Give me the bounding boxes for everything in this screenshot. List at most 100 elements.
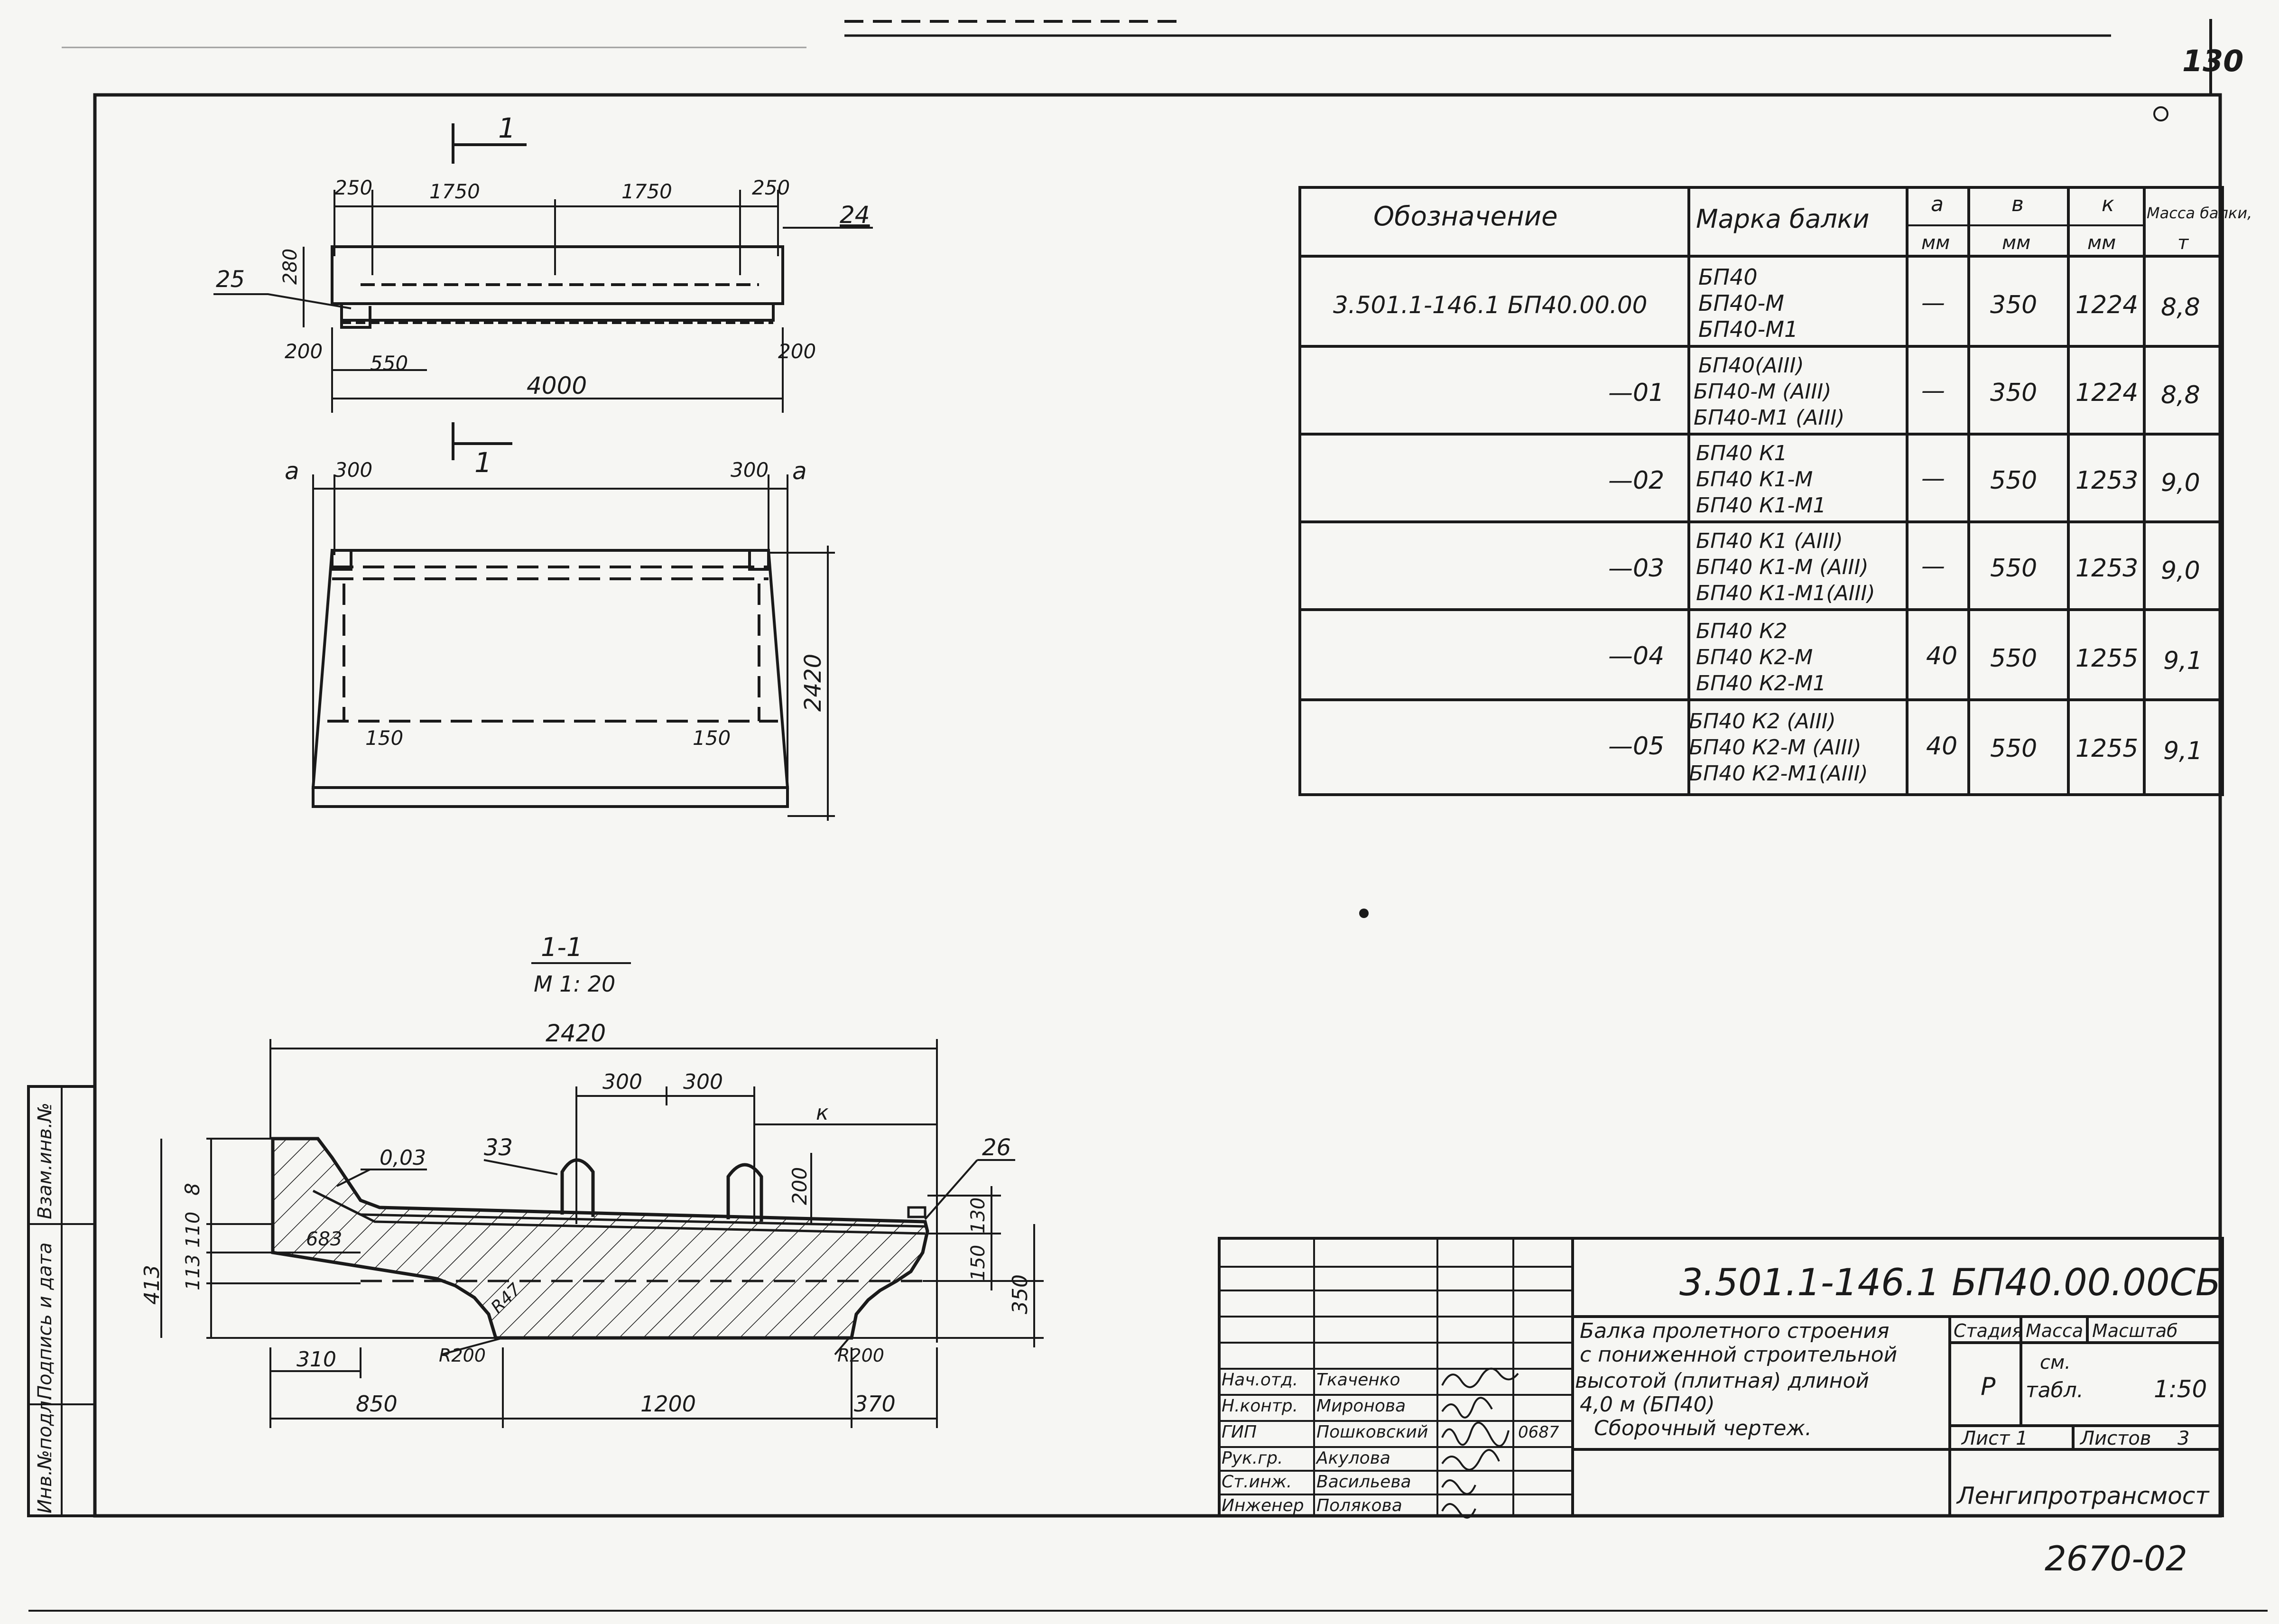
mark-25: 25 [216,266,245,293]
org-name: Ленгипротрансмост [1956,1482,2210,1510]
top-view: 1 a a 300 300 2420 150 [285,422,835,821]
plan-dim-280: 280 [279,249,301,285]
staff-name-1: Миронова [1316,1396,1406,1416]
stage-value: Р [1981,1373,1996,1401]
side-stamp-replace: Взам.инв.№ [34,1103,56,1219]
section-dim-850: 850 [356,1391,398,1417]
section-scale: М 1: 20 [534,971,615,997]
side-stamp-invent: Инв.№подл. [34,1394,56,1513]
drawing-code: 3.501.1-146.1 БП40.00.00СБ [1679,1262,2221,1304]
row2-b: 550 [1990,466,2037,495]
row2-designation: —02 [1608,466,1664,495]
staff-name-4: Васильева [1316,1472,1411,1492]
row5-mass: 9,1 [2163,737,2203,765]
row3-b: 550 [1990,554,2037,583]
section-dim-350: 350 [1008,1274,1032,1314]
row4-a: 40 [1926,642,1957,670]
header-mark: Марка балки [1696,204,1869,234]
section-dim-310: 310 [296,1347,336,1372]
header-a-unit: мм [1921,232,1950,254]
row2-a: — [1921,464,1945,492]
row1-mark1: БП40-М (АIII) [1694,380,1831,404]
section-mark-top: 1 [498,112,516,144]
section-dim-r200-right: R200 [837,1345,884,1366]
scale-value: 1:50 [2154,1375,2207,1403]
row1-designation: —01 [1608,379,1664,407]
section-title: 1-1 [541,932,583,962]
top-dim-300-right: 300 [731,458,769,482]
header-designation: Обозначение [1373,201,1558,232]
header-k-unit: мм [2087,232,2116,254]
row1-b: 350 [1990,379,2037,407]
section-dim-113: 113 [182,1254,204,1290]
section-dim-r200-left: R200 [439,1345,486,1366]
footer-code: 2670-02 [2045,1539,2187,1578]
sheet-frame [28,19,2268,1612]
plan-view: 1 250 1750 1750 250 24 [213,112,873,413]
row2-mark1: БП40 К1-М [1696,467,1813,492]
top-edge-lines [62,20,2111,48]
staff-role-5: Инженер [1222,1496,1304,1515]
section-label-k: к [816,1101,829,1125]
title-line-0: Балка пролетного строения [1580,1319,1890,1343]
section-dim-110: 110 [182,1212,204,1248]
staff-role-2: ГИП [1222,1422,1257,1442]
row3-a: — [1921,552,1945,580]
staff-role-4: Ст.инж. [1222,1472,1292,1492]
row5-mark2: БП40 К2-М1(АIII) [1689,761,1868,786]
row2-k: 1253 [2075,466,2138,495]
title-line-3: 4,0 м (БП40) [1580,1392,1715,1417]
header-a: а [1931,192,1944,216]
plan-dim-4000: 4000 [527,372,587,399]
header-k: к [2102,192,2114,216]
row5-a: 40 [1926,732,1957,761]
section-dim-8: 8 [181,1183,204,1196]
number-extra: 0687 [1518,1423,1559,1442]
row4-mass: 9,1 [2163,647,2203,675]
row2-mark0: БП40 К1 [1696,441,1787,465]
title-line-4: Сборочный чертеж. [1594,1416,1812,1440]
title-line-1: с пониженной строительной [1580,1343,1897,1367]
section-dim-413: 413 [140,1265,164,1305]
staff-role-1: Н.контр. [1222,1396,1298,1416]
header-b: в [2011,192,2024,216]
section-dim-150: 150 [967,1245,989,1281]
side-stamp-signature: Подпись и дата [34,1243,56,1400]
top-dim-150-left: 150 [365,726,403,750]
row1-mass: 8,8 [2161,381,2200,409]
plan-dim-200-right: 200 [778,340,816,363]
side-stamp: Инв.№подл. Подпись и дата Взам.инв.№ [27,1085,96,1517]
section-dim-200: 200 [788,1167,811,1205]
title-line-2: высотой (плитная) длиной [1575,1369,1869,1393]
stage-label: Стадия [1954,1320,2023,1341]
sheets-label: Листов [2079,1428,2151,1449]
top-dim-300-left: 300 [334,458,372,482]
staff-role-3: Рук.гр. [1222,1448,1283,1468]
section-dim-1200: 1200 [640,1391,696,1417]
section-view: 1-1 М 1: 20 2420 300 300 к [140,932,1044,1428]
ink-dot [2153,106,2168,121]
row5-mark0: БП40 К2 (АIII) [1689,709,1836,733]
row3-mass: 9,0 [2161,557,2200,585]
label-a-left: a [285,457,299,485]
row1-mark0: БП40(АIII) [1698,353,1804,378]
row4-mark2: БП40 К2-М1 [1696,671,1826,696]
section-dim-2420: 2420 [546,1020,606,1047]
mass-label: Масса [2026,1320,2083,1341]
row0-mark1: БП40-М [1698,290,1784,316]
plan-dim-1750-left: 1750 [429,180,480,203]
section-arrow-top [452,123,527,164]
ink-dot [1359,909,1369,918]
plan-dim-550: 550 [370,352,408,375]
staff-name-5: Полякова [1316,1496,1402,1515]
plan-dim-200-left: 200 [285,340,323,363]
scale-label: Масштаб [2092,1320,2178,1341]
section-body [271,1137,929,1340]
title-block: 3.501.1-146.1 БП40.00.00СБ Балка пролетн… [1218,1237,2224,1519]
mark-33: 33 [484,1134,513,1161]
row0-k: 1224 [2075,291,2138,319]
section-dim-370: 370 [854,1391,896,1417]
row1-k: 1224 [2075,379,2138,407]
section-dim-130: 130 [967,1197,989,1234]
